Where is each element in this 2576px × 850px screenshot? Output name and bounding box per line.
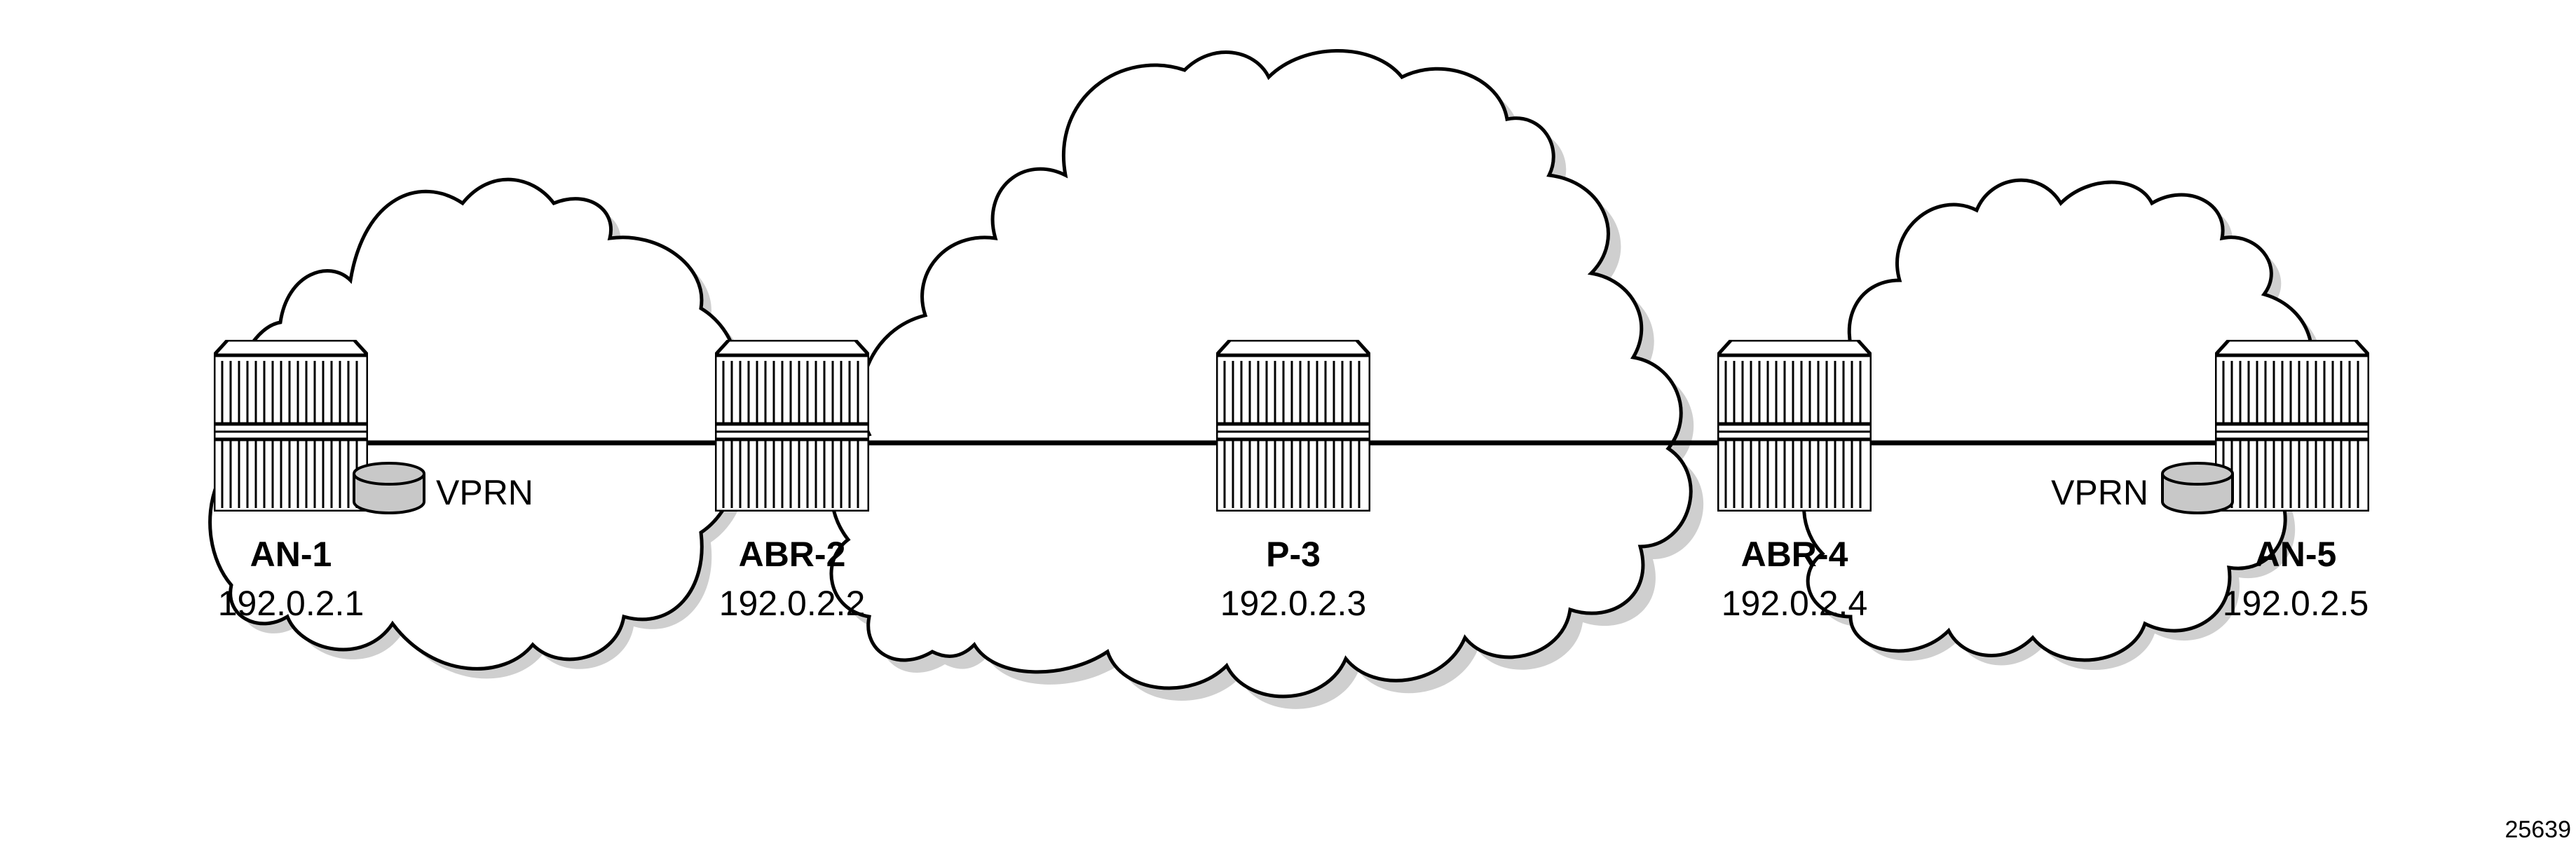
router-icon — [2215, 340, 2369, 512]
vprn-cylinder-icon — [2161, 462, 2234, 514]
node-ip-an1: 192.0.2.1 — [218, 584, 364, 623]
vprn-cylinder-icon — [353, 462, 425, 514]
node-name-abr2: ABR-2 — [739, 535, 846, 574]
node-name-an5: AN-5 — [2255, 535, 2337, 574]
router-abr2[interactable] — [715, 340, 869, 512]
node-name-abr4: ABR-4 — [1741, 535, 1848, 574]
node-ip-abr4: 192.0.2.4 — [1722, 584, 1868, 623]
router-an5[interactable] — [2215, 340, 2369, 512]
cloud-icon — [1802, 178, 2325, 671]
router-icon — [1717, 340, 1872, 512]
figure-id: 25639 — [2505, 816, 2571, 843]
node-ip-p3: 192.0.2.3 — [1220, 584, 1367, 623]
router-icon — [715, 340, 869, 512]
router-icon — [1216, 340, 1370, 512]
router-p3[interactable] — [1216, 340, 1370, 512]
vprn-label-an1: VPRN — [436, 473, 533, 512]
router-icon — [214, 340, 368, 512]
vprn-label-an5: VPRN — [2051, 473, 2148, 512]
node-ip-an5: 192.0.2.5 — [2223, 584, 2369, 623]
node-ip-abr2: 192.0.2.2 — [719, 584, 866, 623]
router-abr4[interactable] — [1717, 340, 1872, 512]
cloud-icon — [208, 177, 749, 679]
router-an1[interactable] — [214, 340, 368, 512]
node-name-p3: P-3 — [1266, 535, 1321, 574]
node-name-an1: AN-1 — [250, 535, 332, 574]
